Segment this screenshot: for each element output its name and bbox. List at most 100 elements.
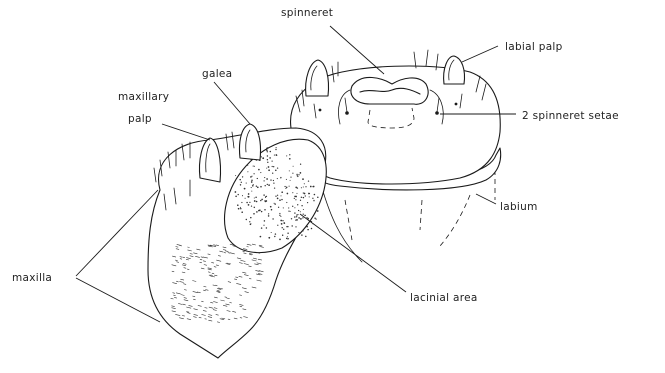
stipple-dot: [268, 237, 270, 239]
stipple-dot: [268, 166, 270, 168]
stipple-dot: [276, 147, 277, 148]
stipple-dot: [309, 196, 310, 197]
stipple-dot: [317, 210, 319, 212]
stipple-dot: [279, 213, 280, 214]
label-maxilla: maxilla: [12, 272, 52, 284]
stipple-dot: [288, 238, 289, 239]
stipple-dot: [235, 196, 237, 198]
stipple-dot: [300, 164, 301, 165]
stipple-dot: [295, 220, 296, 221]
stipple-dot: [260, 172, 261, 173]
stipple-dot: [267, 159, 268, 160]
stipple-dot: [279, 239, 281, 241]
stipple-dot: [257, 186, 259, 188]
stipple-dot: [242, 195, 243, 196]
stipple-dot: [253, 166, 254, 167]
spinneret-seta-left-base: [345, 111, 349, 115]
stipple-dot: [261, 211, 262, 212]
stipple-dot: [286, 202, 287, 203]
stipple-dot: [242, 176, 243, 177]
stipple-dot: [250, 224, 252, 226]
stipple-dot: [256, 185, 257, 186]
stipple-dot: [241, 182, 242, 183]
stipple-dot: [273, 180, 274, 181]
stipple-dot: [272, 161, 273, 162]
stipple-dot: [266, 148, 268, 150]
stipple-dot: [270, 179, 271, 180]
stipple-dot: [246, 202, 248, 204]
stipple-dot: [301, 234, 302, 235]
stipple-dot: [267, 162, 268, 163]
stipple-dot: [302, 178, 304, 180]
stipple-dot: [298, 210, 299, 211]
stipple-dot: [295, 226, 296, 227]
stipple-dot: [263, 194, 264, 195]
leader-maxilla-lower: [76, 278, 160, 322]
stipple-dot: [254, 200, 256, 202]
stipple-dot: [238, 194, 239, 195]
stipple-dot: [280, 195, 281, 196]
stipple-dot: [289, 186, 290, 187]
stipple-dot: [275, 170, 277, 172]
stipple-dot: [247, 165, 248, 166]
stipple-dot: [268, 184, 270, 186]
stipple-dot: [306, 226, 308, 228]
stipple-dot: [306, 217, 307, 218]
stipple-dot: [246, 219, 247, 220]
stipple-dot: [294, 216, 296, 218]
leader-maxilla-upper: [76, 190, 158, 276]
stipple-dot: [235, 191, 237, 193]
stipple-dot: [270, 206, 272, 208]
stipple-dot: [296, 193, 297, 194]
stipple-dot: [260, 200, 261, 201]
stipple-dot: [290, 211, 291, 212]
stipple-dot: [258, 169, 260, 171]
stipple-dot: [303, 186, 304, 187]
stipple-dot: [251, 187, 252, 188]
stipple-dot: [287, 193, 289, 195]
stipple-dot: [277, 167, 278, 168]
stipple-dot: [281, 223, 283, 225]
stipple-dot: [277, 195, 278, 196]
stipple-dot: [307, 229, 309, 231]
stipple-dot: [304, 193, 306, 195]
stipple-dot: [287, 236, 288, 237]
stipple-dot: [249, 202, 250, 203]
stipple-dot: [254, 197, 255, 198]
stipple-dot: [288, 207, 289, 208]
stipple-dot: [312, 198, 313, 199]
stipple-dot: [296, 174, 297, 175]
stipple-dot: [269, 157, 271, 159]
stipple-dot: [250, 217, 252, 219]
stipple-dot: [296, 216, 297, 217]
stipple-dot: [246, 183, 247, 184]
stipple-dot: [261, 156, 262, 157]
leader-lacinial-area: [300, 214, 406, 292]
stipple-dot: [292, 192, 293, 193]
leader-maxillary-palp: [162, 124, 210, 140]
stipple-dot: [266, 227, 267, 228]
stipple-dot: [295, 196, 297, 198]
stipple-dot: [275, 149, 276, 150]
stipple-dot: [312, 186, 313, 187]
label-maxillary-palp-line1: maxillary: [118, 91, 169, 103]
stipple-dot: [290, 180, 291, 181]
stipple-dot: [303, 197, 304, 198]
leader-labial-palp: [462, 46, 498, 62]
stipple-dot: [274, 155, 275, 156]
stipple-dot: [268, 213, 269, 214]
stipple-dot: [286, 226, 287, 227]
stipple-dot: [263, 225, 264, 226]
stipple-dot: [291, 218, 292, 219]
label-labium: labium: [500, 201, 538, 213]
stipple-dot: [240, 208, 241, 209]
stipple-dot: [286, 187, 288, 189]
stipple-dot: [287, 232, 288, 233]
stipple-dot: [300, 200, 301, 201]
stipple-dot: [300, 211, 301, 212]
stipple-dot: [272, 173, 273, 174]
stipple-dot: [304, 215, 305, 216]
stipple-dot: [252, 185, 254, 187]
stipple-dot: [286, 179, 287, 180]
stipple-dot: [284, 223, 285, 224]
